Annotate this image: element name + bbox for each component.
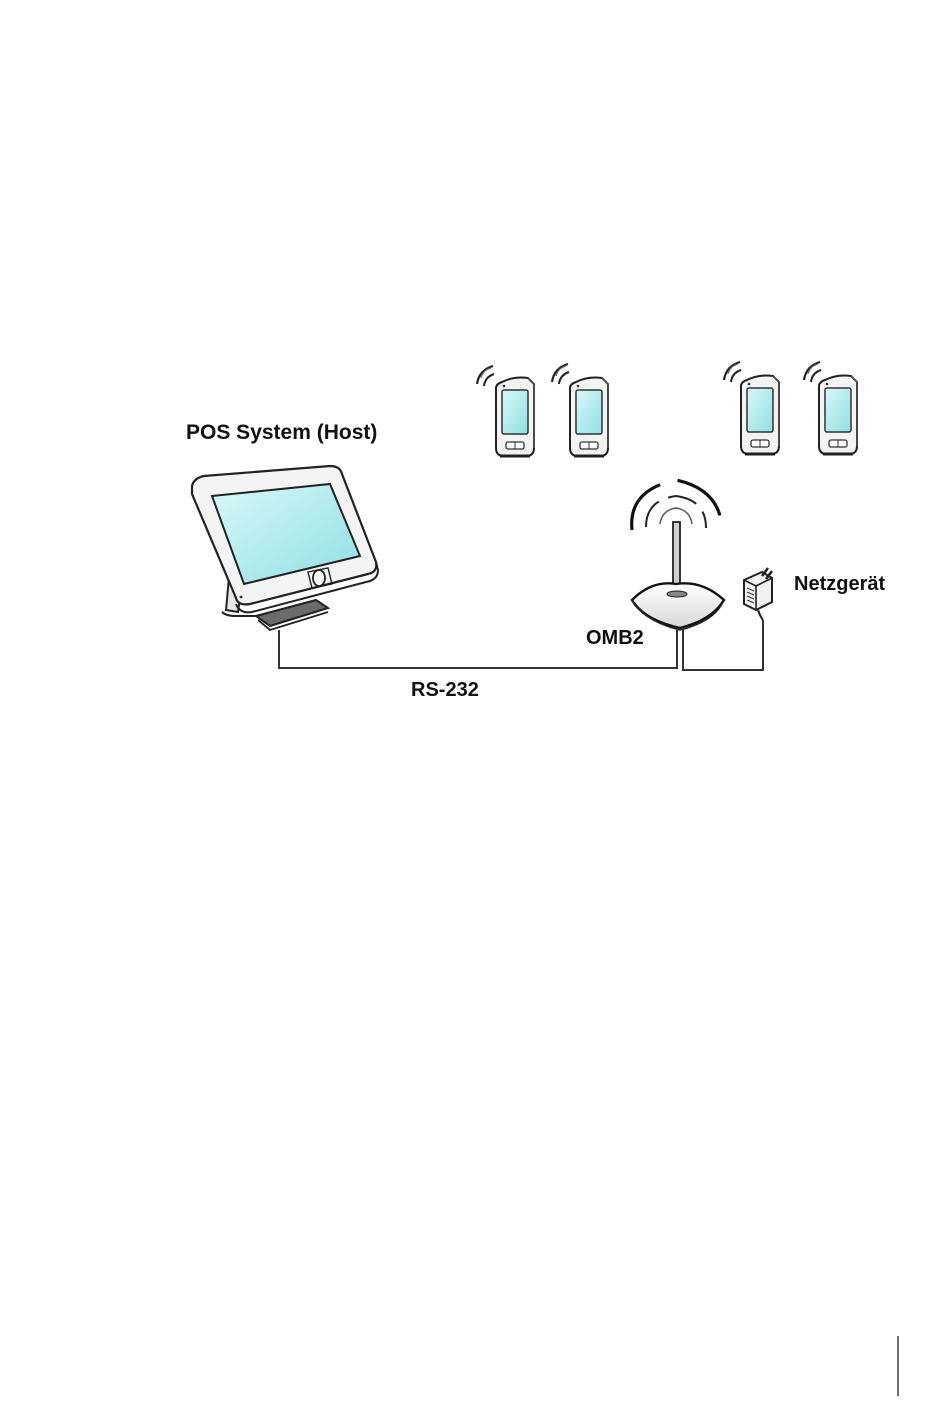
handheld-terminal-icon <box>819 376 857 455</box>
pos-terminal-icon <box>192 466 378 630</box>
wireless-signal-icon <box>804 362 821 382</box>
wireless-signal-icon <box>477 366 494 386</box>
power-adapter-icon <box>744 568 772 620</box>
base-station-label: OMB2 <box>586 628 644 648</box>
page-edge-marker <box>897 1336 899 1396</box>
base-station-icon <box>632 480 724 630</box>
handheld-terminal-icon <box>496 378 534 457</box>
power-supply-label: Netzgerät <box>794 574 885 594</box>
connection-label: RS-232 <box>411 680 479 700</box>
pos-system-label: POS System (Host) <box>186 422 377 443</box>
handheld-terminal-icon <box>741 376 779 455</box>
power-cable <box>683 620 763 670</box>
wireless-signal-icon <box>724 362 741 382</box>
handheld-terminal-icon <box>570 378 608 457</box>
wireless-signal-icon <box>552 364 569 384</box>
